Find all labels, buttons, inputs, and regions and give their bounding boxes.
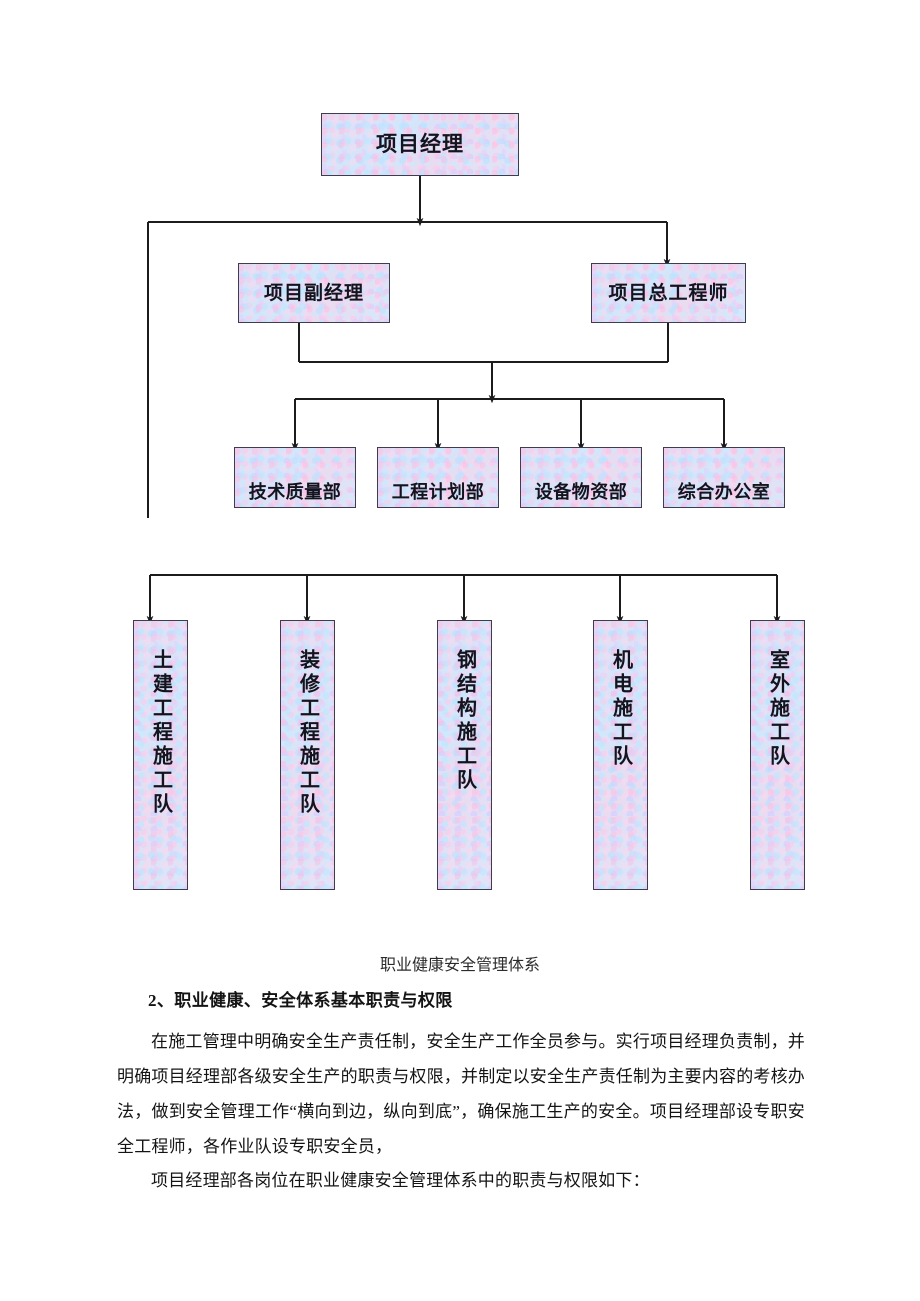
org-node-team-steel-structure: 钢结构施工队 bbox=[437, 620, 492, 890]
org-node-label: 技术质量部 bbox=[248, 482, 342, 502]
org-node-team-decoration: 装修工程施工队 bbox=[280, 620, 335, 890]
org-node-team-civil: 土建工程施工队 bbox=[133, 620, 188, 890]
body-paragraph-2: 项目经理部各岗位在职业健康安全管理体系中的职责与权限如下： bbox=[151, 1171, 650, 1190]
org-node-label: 装修工程施工队 bbox=[296, 649, 319, 817]
org-node-label: 钢结构施工队 bbox=[453, 649, 476, 793]
org-node-team-outdoor: 室外施工队 bbox=[750, 620, 805, 890]
org-node-label: 项目总工程师 bbox=[608, 282, 729, 304]
section-heading: 2、职业健康、安全体系基本职责与权限 bbox=[148, 991, 453, 1010]
org-node-dept-general-office: 综合办公室 bbox=[663, 447, 785, 508]
body-paragraph-1: 在施工管理中明确安全生产责任制，安全生产工作全员参与。实行项目经理负责制，并明确… bbox=[117, 1032, 805, 1156]
org-node-label: 项目经理 bbox=[376, 133, 464, 156]
org-node-dept-equipment-materials: 设备物资部 bbox=[520, 447, 642, 508]
org-node-label: 工程计划部 bbox=[391, 482, 485, 502]
figure-caption: 职业健康安全管理体系 bbox=[379, 957, 540, 974]
org-node-chief-engineer: 项目总工程师 bbox=[591, 263, 746, 323]
org-node-label: 设备物资部 bbox=[534, 482, 628, 502]
org-node-team-mechanical-electrical: 机电施工队 bbox=[593, 620, 648, 890]
org-node-label: 室外施工队 bbox=[766, 649, 789, 769]
org-node-label: 土建工程施工队 bbox=[149, 649, 172, 817]
org-node-dept-engineering-plan: 工程计划部 bbox=[377, 447, 499, 508]
org-node-project-manager: 项目经理 bbox=[321, 113, 519, 176]
org-node-deputy-project-manager: 项目副经理 bbox=[238, 263, 390, 323]
org-node-label: 项目副经理 bbox=[263, 282, 364, 304]
org-node-label: 机电施工队 bbox=[609, 649, 632, 769]
org-node-label: 综合办公室 bbox=[677, 482, 771, 502]
org-node-dept-technical-quality: 技术质量部 bbox=[234, 447, 356, 508]
